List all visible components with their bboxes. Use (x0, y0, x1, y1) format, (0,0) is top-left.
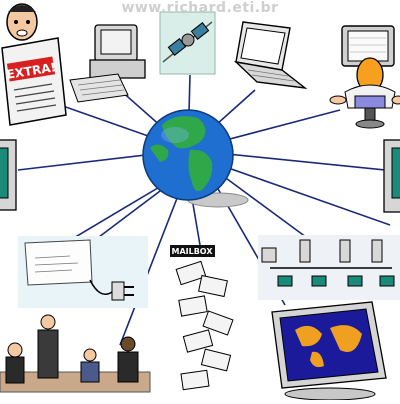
watermark: www.richard.eti.br (121, 0, 279, 16)
link-lan (214, 169, 311, 241)
satellite-icon (159, 11, 216, 75)
globe-icon (142, 109, 249, 208)
fax-modem-icon (18, 236, 148, 308)
mailbox-icon: MAILBOX (170, 245, 234, 391)
network-lan-icon (258, 235, 400, 300)
newspaper-reader-icon: EXTRA! (1, 3, 67, 126)
laptop-icon (233, 21, 308, 90)
user-at-computer-icon (329, 25, 400, 129)
mailbox-label: MAILBOX (171, 247, 213, 256)
desktop-computer-icon (69, 24, 146, 103)
monitor-left-icon (0, 139, 17, 211)
meeting-people-icon (0, 314, 151, 393)
link-lan-2 (219, 164, 391, 226)
monitor-right-icon (383, 139, 400, 213)
world-map-monitor-icon (271, 301, 387, 401)
